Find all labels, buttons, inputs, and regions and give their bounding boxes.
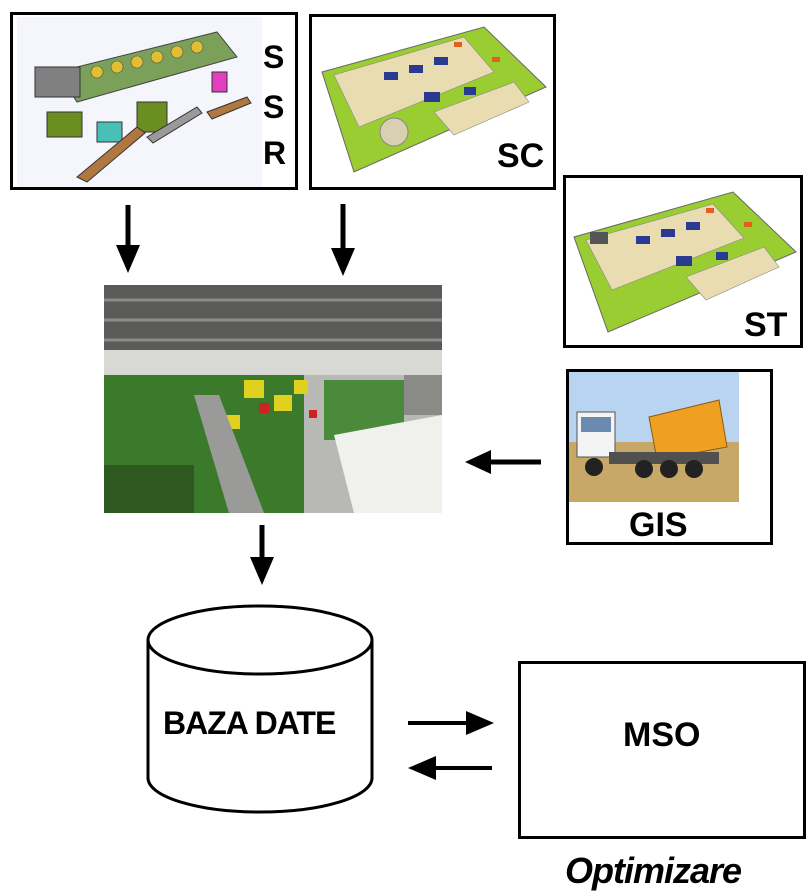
site-plan-illustration <box>321 26 547 173</box>
mso-label: MSO <box>623 716 701 754</box>
arrow-mso-to-database <box>408 756 492 780</box>
optimization-caption: Optimizare <box>565 850 742 891</box>
mso-box: MSO <box>518 661 806 839</box>
st-box: ST <box>563 175 803 348</box>
sorting-plant-illustration <box>17 17 262 187</box>
ssr-letter-r: R <box>263 135 287 171</box>
arrow-database-to-mso <box>408 711 494 735</box>
arrow-plant-to-database <box>250 525 274 585</box>
ssr-letter-s2: S <box>263 89 285 125</box>
st-label: ST <box>744 306 788 344</box>
sc-box: SC <box>309 14 556 190</box>
garbage-truck-photo <box>569 372 739 502</box>
arrow-ssr-to-plant <box>116 205 140 273</box>
plant-interior-photo <box>104 285 442 513</box>
database-label: BAZA DATE <box>163 705 336 741</box>
sc-label: SC <box>497 137 545 175</box>
ssr-box: S S R <box>10 12 298 190</box>
gis-label: GIS <box>629 506 688 544</box>
gis-box: GIS <box>566 369 773 545</box>
database-cylinder <box>146 604 374 814</box>
transfer-station-plan-illustration <box>573 191 797 333</box>
arrow-sc-to-plant <box>331 204 355 276</box>
ssr-letter-s1: S <box>263 39 285 75</box>
arrow-gis-to-plant <box>465 450 541 474</box>
